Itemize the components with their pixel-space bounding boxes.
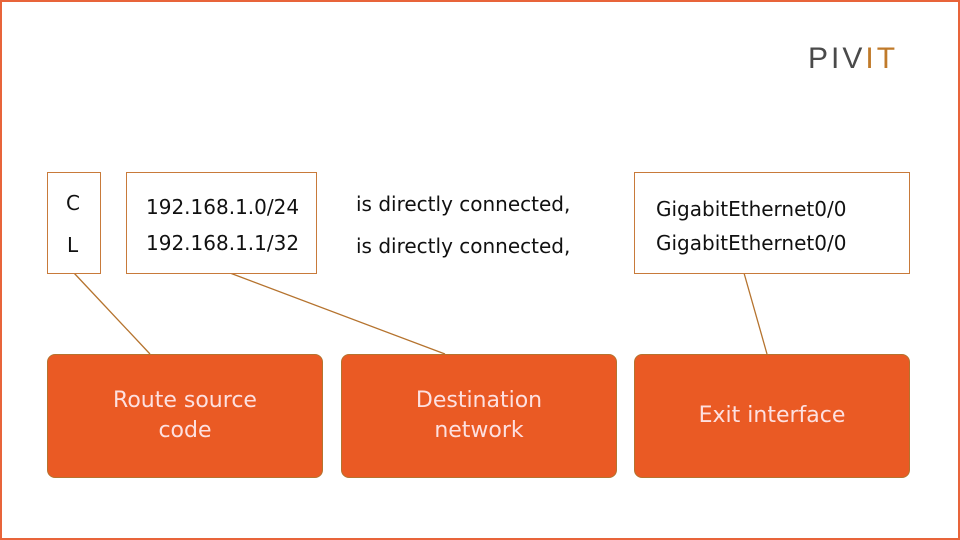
connected-1: is directly connected, xyxy=(356,192,571,216)
interface-1: GigabitEthernet0/0 xyxy=(656,197,847,221)
interface-box: GigabitEthernet0/0 GigabitEthernet0/0 xyxy=(634,172,910,274)
interface-2: GigabitEthernet0/0 xyxy=(656,231,847,255)
network-2: 192.168.1.1/32 xyxy=(146,231,300,255)
exit-interface-label: Exit interface xyxy=(634,354,910,478)
network-box: 192.168.1.0/24 192.168.1.1/32 xyxy=(126,172,317,274)
connector-network xyxy=(229,272,446,355)
route-code-box: C L xyxy=(47,172,101,274)
connected-2: is directly connected, xyxy=(356,234,571,258)
connector-interface xyxy=(743,272,768,355)
route-code-c: C xyxy=(66,191,80,215)
connector-code xyxy=(73,272,151,355)
network-1: 192.168.1.0/24 xyxy=(146,195,300,219)
pivit-logo: PIVIT xyxy=(808,42,899,75)
route-code-l: L xyxy=(67,233,79,257)
